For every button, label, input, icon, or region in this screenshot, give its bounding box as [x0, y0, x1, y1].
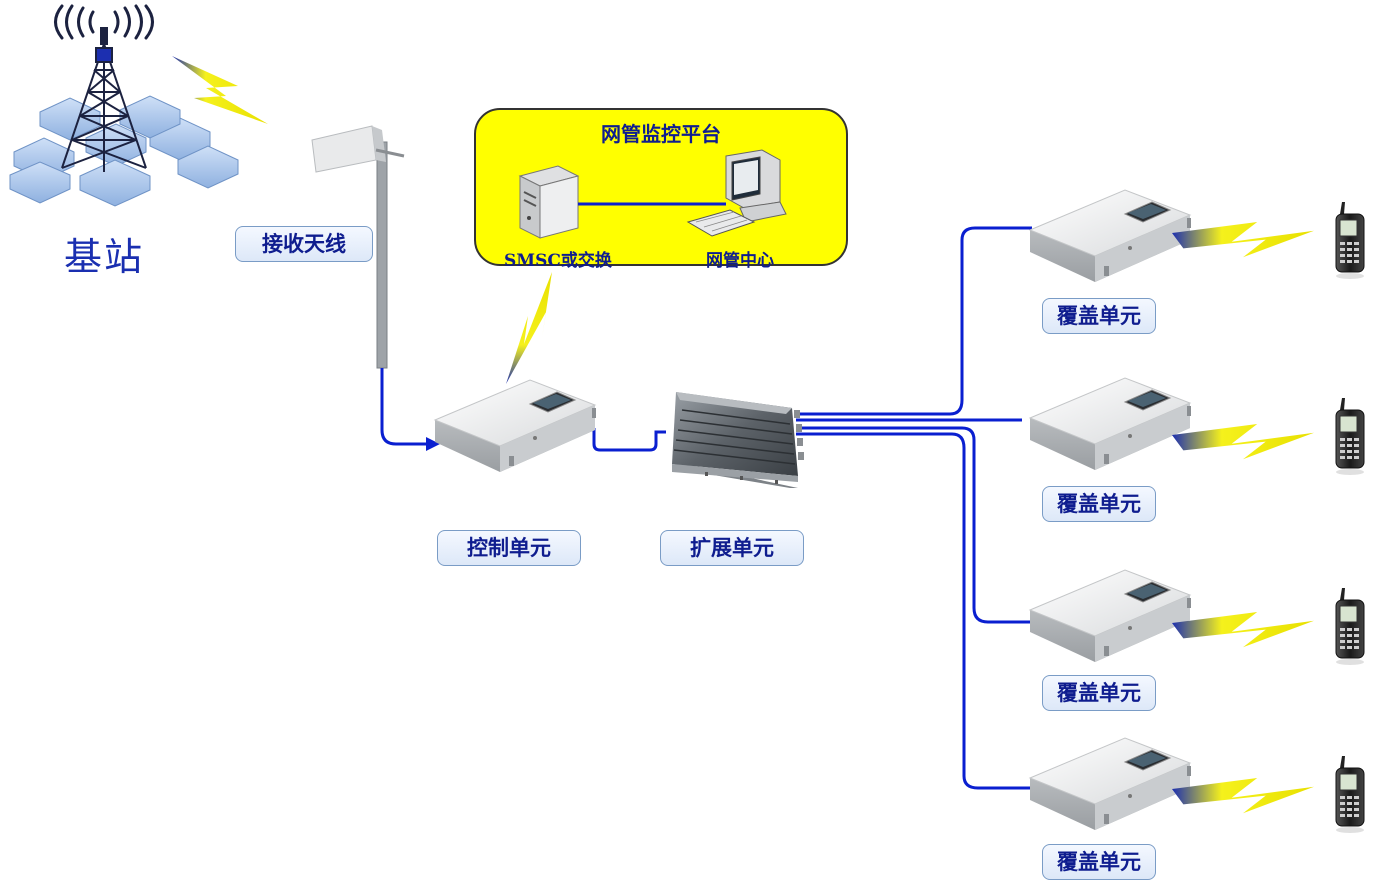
coverage-unit-label: 覆盖单元 — [1042, 486, 1156, 522]
link-control-to-expansion — [592, 428, 666, 452]
mobile-phone-icon — [1335, 397, 1365, 476]
nms-platform-box: 网管监控平台 SMSC或交换 网管中心 — [474, 108, 848, 271]
control-unit-device — [434, 379, 597, 473]
expansion-unit-device — [672, 392, 804, 488]
link-expansion-to-coverage-1 — [796, 226, 1032, 416]
platform-title: 网管监控平台 — [601, 122, 721, 146]
platform-icons — [518, 149, 787, 239]
mobile-phone-icon — [1335, 587, 1365, 666]
nms-computer-icon — [686, 149, 787, 237]
coverage-unit-device-3 — [1029, 569, 1192, 663]
server-icon — [518, 165, 580, 239]
mobile-phone-icon — [1335, 201, 1365, 280]
wireless-link-bolt-platform — [506, 272, 552, 384]
wireless-link-bolt-coverage-4 — [1172, 778, 1314, 814]
coverage-unit-device-2 — [1029, 377, 1192, 471]
link-expansion-to-coverage-4 — [796, 432, 1030, 790]
link-antenna-to-control — [380, 368, 428, 446]
coverage-unit-device-4 — [1029, 737, 1192, 831]
coverage-unit-device-1 — [1029, 189, 1192, 283]
server-label: SMSC或交换 — [504, 251, 612, 271]
link-lines — [380, 226, 1032, 790]
panel-antenna-icon — [311, 125, 405, 369]
coverage-unit-label: 覆盖单元 — [1042, 298, 1156, 334]
link-expansion-to-coverage-3 — [796, 426, 1030, 624]
wireless-link-bolt-coverage-3 — [1172, 612, 1314, 648]
wireless-link-bolt-bs — [172, 56, 268, 124]
coverage-unit-label: 覆盖单元 — [1042, 844, 1156, 880]
wireless-link-bolt-coverage-1 — [1172, 222, 1314, 258]
control-unit-label: 控制单元 — [437, 530, 581, 566]
mobile-phone-icon — [1335, 755, 1365, 834]
base-station-label: 基站 — [64, 235, 145, 279]
arrow-head-icon — [426, 437, 440, 451]
cell-tower-icon — [61, 27, 147, 172]
base-station-cells — [9, 95, 239, 207]
coverage-unit-label: 覆盖单元 — [1042, 675, 1156, 711]
nms-center-label: 网管中心 — [706, 251, 774, 271]
antenna-label: 接收天线 — [235, 226, 373, 262]
expansion-unit-label: 扩展单元 — [660, 530, 804, 566]
signal-waves-icon — [54, 4, 154, 40]
wireless-link-bolt-coverage-2 — [1172, 424, 1314, 460]
